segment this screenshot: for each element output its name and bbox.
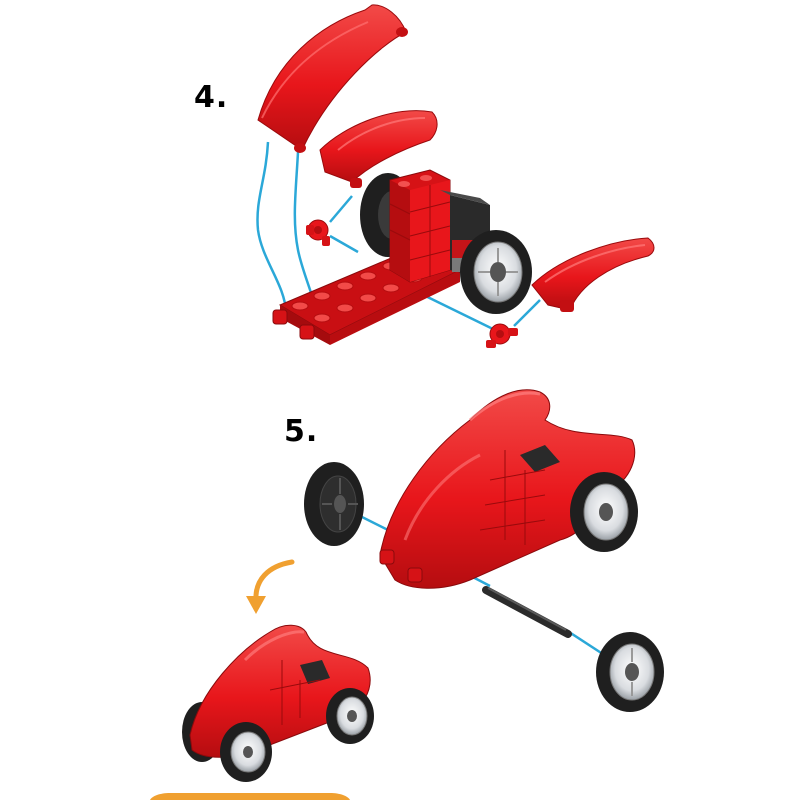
step-5-diagram [304,389,664,712]
curved-arrow-icon [246,559,295,614]
detached-wheel-right [596,632,664,712]
step-5-number: 5. [284,414,319,449]
attached-wheel-step5 [570,472,638,552]
step-4-number: 4. [194,80,229,115]
finished-car [182,624,374,782]
detached-wheel-left [304,462,364,546]
curved-fender-piece-right [531,237,655,312]
step-4-diagram [256,4,655,348]
brick-tower [389,169,451,283]
curved-fender-piece-middle [319,110,438,188]
car-body-step5 [379,389,636,589]
finished-car-rear-wheel [326,688,374,744]
curved-fender-piece-top [257,4,408,153]
connector-peg-right [486,323,518,348]
finished-car-front-wheel [220,722,272,782]
front-wheel-step4 [460,230,532,314]
bottom-orange-tab [150,793,350,800]
connector-peg-left [306,219,330,246]
axle-rod [482,586,572,638]
